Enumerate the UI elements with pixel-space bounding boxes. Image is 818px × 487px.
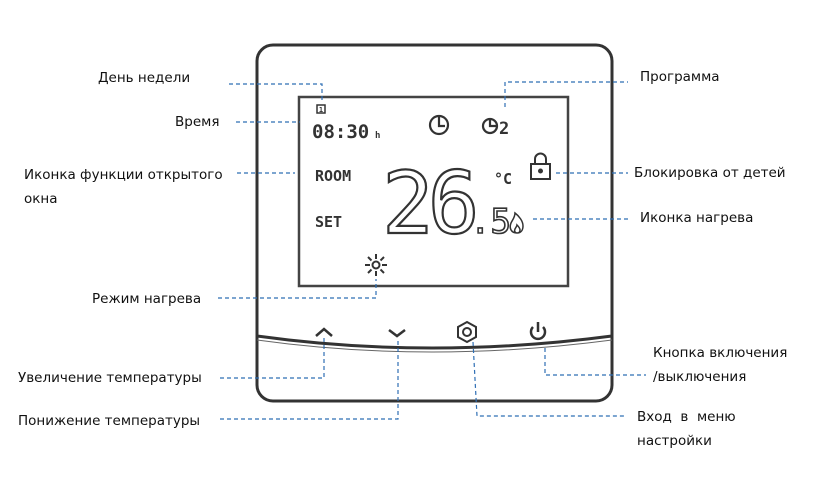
program-clock-icon: [481, 117, 499, 135]
label-heating-mode: Режим нагрева: [92, 291, 202, 307]
temperature-main: 26: [382, 154, 475, 254]
program-number: 2: [499, 119, 509, 139]
label-heating-icon: Иконка нагрева: [640, 210, 754, 226]
device-divider: [256, 334, 613, 350]
label-menu-2: настройки: [637, 433, 712, 449]
clock-icon: [428, 114, 450, 136]
label-time: Время: [175, 114, 220, 130]
room-label: ROOM: [315, 167, 351, 185]
temperature-decimal: .5: [470, 202, 511, 242]
label-menu-1: Вход в меню: [637, 409, 736, 425]
label-open-window-1: Иконка функции открытого: [24, 167, 223, 183]
label-temp-up: Увеличение температуры: [18, 370, 202, 386]
sun-icon: [365, 254, 387, 276]
label-child-lock: Блокировка от детей: [634, 165, 786, 181]
label-power-1: Кнопка включения: [653, 345, 788, 361]
label-day-of-week: День недели: [98, 70, 191, 86]
label-temp-down: Понижение температуры: [18, 413, 201, 429]
down-button[interactable]: [388, 329, 406, 338]
power-button[interactable]: [529, 322, 547, 341]
time-unit: h: [375, 131, 380, 141]
unit-celsius: °C: [494, 170, 512, 188]
lock-icon: [530, 152, 551, 180]
set-label: SET: [315, 213, 342, 231]
up-button[interactable]: [315, 327, 333, 337]
label-program: Программа: [640, 69, 720, 85]
label-open-window-2: окна: [24, 191, 58, 207]
flame-icon: [509, 211, 524, 234]
lcd-screen: [297, 95, 570, 288]
time-readout: 08:30: [312, 121, 369, 143]
label-power-2: /выключения: [653, 369, 747, 385]
day-icon: [316, 104, 326, 114]
settings-button[interactable]: [457, 320, 477, 344]
leader-lines: [218, 81, 646, 420]
day-indicator: 1: [319, 106, 323, 114]
